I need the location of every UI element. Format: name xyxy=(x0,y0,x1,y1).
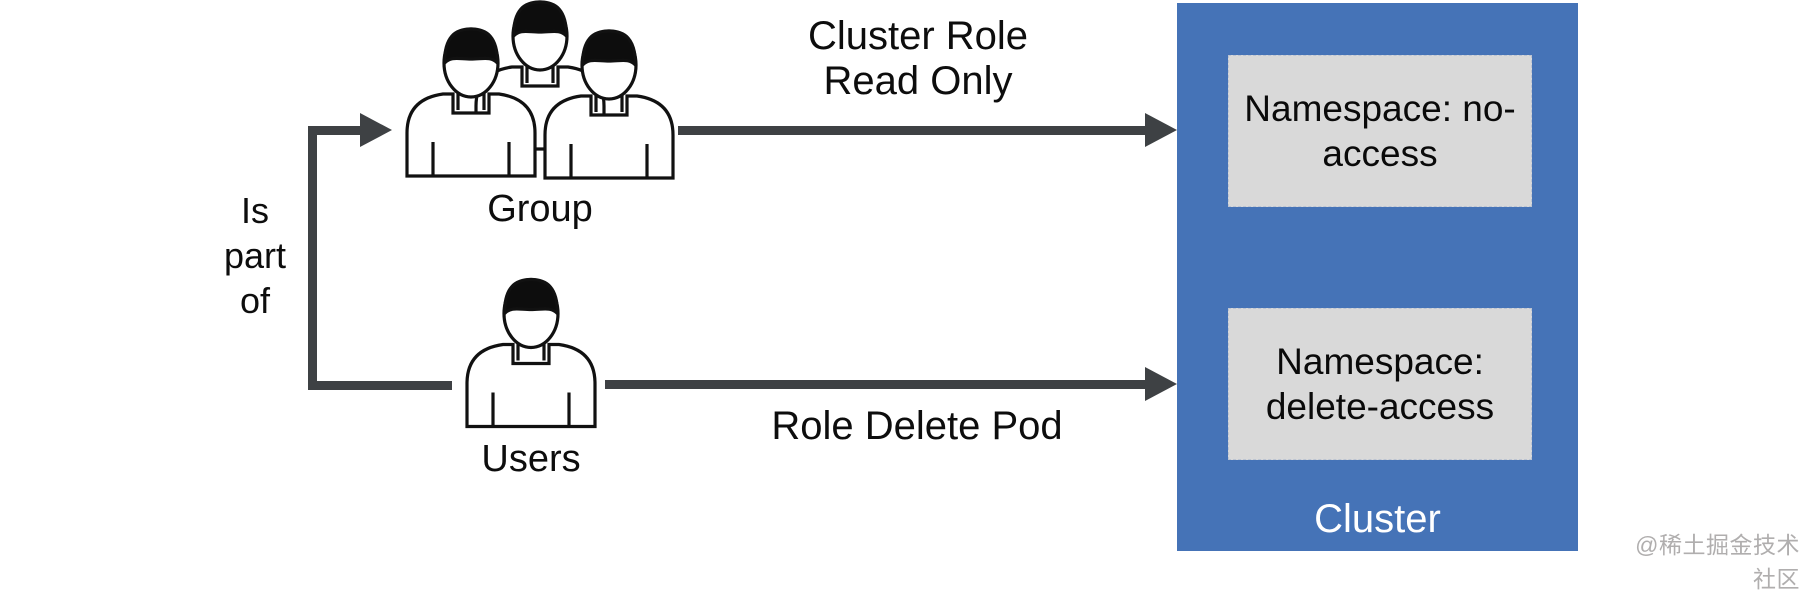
arrow-group-to-cluster-head xyxy=(1145,113,1177,147)
arrow-group-to-cluster-line xyxy=(678,126,1148,135)
role-delete-pod-label: Role Delete Pod xyxy=(771,404,1063,448)
single-user-icon xyxy=(465,277,597,429)
watermark: @稀土掘金技术社区 xyxy=(1635,532,1800,592)
user-icon xyxy=(461,272,601,430)
group-label: Group xyxy=(487,188,593,230)
cluster-label: Cluster xyxy=(1314,497,1441,541)
namespace-no-access-text: Namespace: no-access xyxy=(1244,88,1516,174)
connector-arrowhead-to-group xyxy=(360,113,392,147)
group-people-icon xyxy=(405,0,675,180)
namespace-no-access-box: Namespace: no-access xyxy=(1228,55,1532,207)
arrow-users-to-cluster-head xyxy=(1145,367,1177,401)
connector-top-segment xyxy=(308,126,363,135)
namespace-delete-access-box: Namespace: delete-access xyxy=(1228,308,1532,460)
users-label: Users xyxy=(481,438,581,480)
diagram-canvas: { "diagram": { "relationship_label": "Is… xyxy=(223,0,1800,592)
cluster-role-read-only-label: Cluster Role Read Only xyxy=(807,14,1029,103)
cluster-box: Namespace: no-access Namespace: delete-a… xyxy=(1177,3,1578,551)
is-part-of-label: Is part of xyxy=(223,190,287,321)
group-icon xyxy=(405,0,675,180)
connector-bottom-segment xyxy=(308,381,452,390)
connector-vertical-line xyxy=(308,126,317,389)
namespace-delete-access-text: Namespace: delete-access xyxy=(1265,341,1495,427)
arrow-users-to-cluster-line xyxy=(605,380,1148,389)
